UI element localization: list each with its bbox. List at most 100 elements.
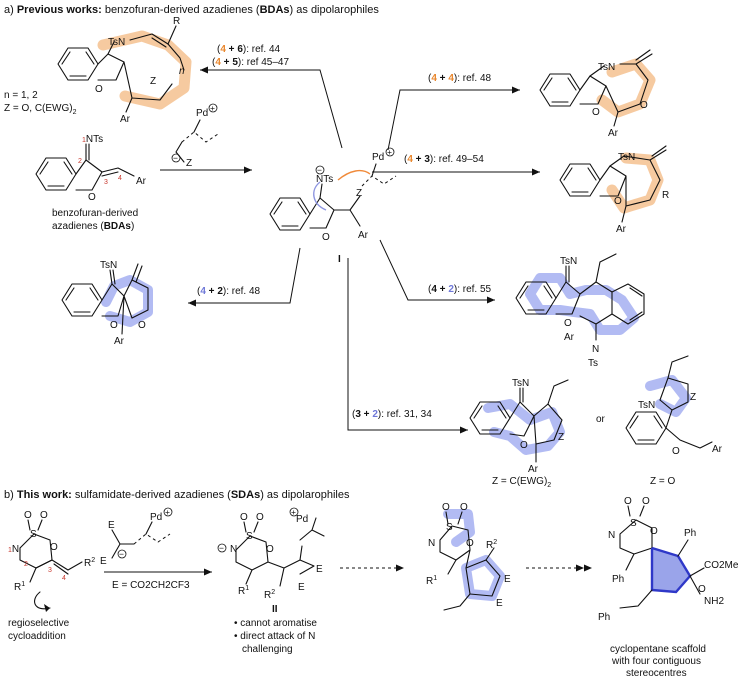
- sda-r1: R1: [14, 581, 25, 593]
- p32o-z: Z: [690, 392, 696, 403]
- ref-4-3: (4 + 3): ref. 49–54: [404, 154, 484, 165]
- p32c-z: Z: [558, 432, 564, 443]
- cp-o1: O: [624, 496, 632, 507]
- ref-4-4: (4 + 4): ref. 48: [428, 73, 492, 84]
- p43-tsn: TsN: [618, 152, 635, 163]
- label-cp-3: stereocentres: [626, 668, 687, 679]
- int-ar: Ar: [358, 230, 369, 241]
- label-bullet-1: • cannot aromatise: [234, 618, 317, 629]
- spiro-r1: R1: [426, 575, 437, 587]
- bda-ar: Ar: [136, 176, 147, 187]
- ii-s: S: [246, 531, 253, 542]
- label-intermediate-I: I: [338, 254, 341, 265]
- sda-num-2: 2: [24, 561, 28, 568]
- cp-ph2: Ph: [684, 528, 696, 539]
- cp-nh2: NH2: [704, 596, 724, 607]
- ii-e2: E: [298, 582, 305, 593]
- spiro-s: S: [446, 522, 453, 533]
- pd-allyl-reagent: [175, 119, 219, 163]
- ii-o1: O: [240, 512, 248, 523]
- label-cp-1: cyclopentane scaffold: [610, 644, 706, 655]
- sda-num-4: 4: [62, 575, 66, 582]
- ref-4-5: (4 + 5): ref 45–47: [212, 57, 289, 68]
- reagent-b-minus: −: [119, 549, 124, 559]
- ii-plus: +: [291, 507, 296, 517]
- ii-e1: E: [316, 564, 323, 575]
- label-bullet-2: • direct attack of N: [234, 631, 315, 642]
- p44-ar: Ar: [608, 128, 619, 139]
- ii-o2: O: [256, 512, 264, 523]
- cp-o3: O: [650, 526, 658, 537]
- cyclopentane-product: [619, 505, 705, 609]
- arrows-section-a: [160, 66, 540, 434]
- bda-o: O: [88, 192, 96, 203]
- spiro-o1: O: [442, 502, 450, 513]
- ref-4-2-left: (4 + 2): ref. 48: [197, 286, 261, 297]
- sda-structure: [19, 519, 83, 612]
- atom-z: Z: [150, 76, 156, 87]
- sda-o3: O: [50, 542, 58, 553]
- label-regio-2: cycloaddition: [8, 631, 66, 642]
- p43-r: R: [662, 190, 669, 201]
- sda-o2: O: [40, 510, 48, 521]
- header-a: a) Previous works: benzofuran-derived az…: [4, 4, 379, 16]
- cp-o4: O: [698, 584, 706, 595]
- spiro-product: [439, 509, 505, 611]
- int-pd: Pd: [372, 152, 384, 163]
- p42r-ts: Ts: [588, 358, 598, 369]
- reagent-pd: Pd: [196, 108, 208, 119]
- p42r-n: N: [592, 344, 599, 355]
- p44-o: O: [592, 107, 600, 118]
- p42l-o: O: [110, 320, 118, 331]
- ii-n: N: [230, 544, 237, 555]
- atom-ar: Ar: [120, 114, 131, 125]
- cp-s: S: [630, 518, 637, 529]
- p32c-tsn: TsN: [512, 378, 529, 389]
- ref-4-6: (4 + 6): ref. 44: [217, 44, 281, 55]
- header-b: b) This work: sulfamidate-derived azadie…: [4, 489, 350, 501]
- p32o-o: O: [672, 446, 680, 457]
- bda-num-2: 2: [78, 158, 82, 165]
- label-z-eq: Z = O, C(EWG)2: [4, 103, 77, 116]
- intermediate-II: [235, 517, 325, 587]
- p42l-o2: O: [138, 320, 146, 331]
- p42l-tsn: TsN: [100, 260, 117, 271]
- ii-minus: −: [219, 543, 224, 553]
- cp-ph1: Ph: [612, 574, 624, 585]
- p32o-ar: Ar: [712, 444, 723, 455]
- cp-ph3: Ph: [598, 612, 610, 623]
- reagent-z: Z: [186, 158, 192, 169]
- int-minus: −: [317, 165, 322, 175]
- atom-n-subscript: n: [179, 66, 185, 77]
- reagent-plus: +: [210, 103, 215, 113]
- bda-num-4: 4: [118, 175, 122, 182]
- label-n-eq: n = 1, 2: [4, 90, 38, 101]
- label-z-o: Z = O: [650, 476, 676, 487]
- product-4-2-left: [61, 263, 153, 335]
- p43-o: O: [614, 196, 622, 207]
- ii-o3: O: [266, 544, 274, 555]
- bda-caption-2: azadienes (BDAs): [52, 221, 134, 232]
- product-3-2-o: [625, 355, 713, 449]
- label-z-cewg: Z = C(EWG)2: [492, 476, 551, 489]
- malonate-pd-reagent: [111, 521, 171, 559]
- product-3-2-c: [469, 379, 569, 463]
- int-o: O: [322, 232, 330, 243]
- p44-o2: O: [640, 100, 648, 111]
- spiro-o3: O: [466, 538, 474, 549]
- label-intermediate-II: II: [272, 604, 278, 615]
- p42r-ar: Ar: [564, 332, 575, 343]
- atom-o: O: [95, 84, 103, 95]
- product-4-4: [539, 49, 656, 127]
- ii-r2: R2: [264, 589, 275, 601]
- cp-co2me: CO2Me: [704, 560, 738, 571]
- product-4-2-right: [515, 253, 645, 341]
- label-cp-2: with four contiguous: [611, 656, 701, 667]
- reagent-e2: E: [100, 556, 107, 567]
- sda-o1: O: [24, 510, 32, 521]
- spiro-e1: E: [504, 574, 511, 585]
- p42l-ar: Ar: [114, 336, 125, 347]
- atom-tsn: TsN: [108, 37, 125, 48]
- spiro-n: N: [428, 538, 435, 549]
